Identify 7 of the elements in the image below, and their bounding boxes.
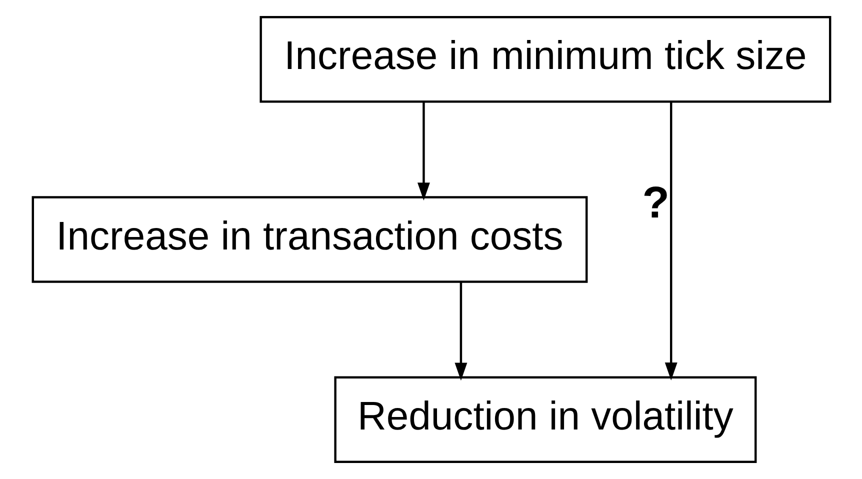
arrow	[454, 282, 467, 381]
arrow	[664, 102, 677, 380]
node-box: Reduction in volatility	[334, 376, 756, 463]
node-box: Increase in minimum tick size	[259, 16, 831, 103]
arrow	[416, 102, 430, 200]
node-box: Increase in transaction costs	[31, 196, 588, 283]
edge-label: ?	[642, 178, 669, 228]
